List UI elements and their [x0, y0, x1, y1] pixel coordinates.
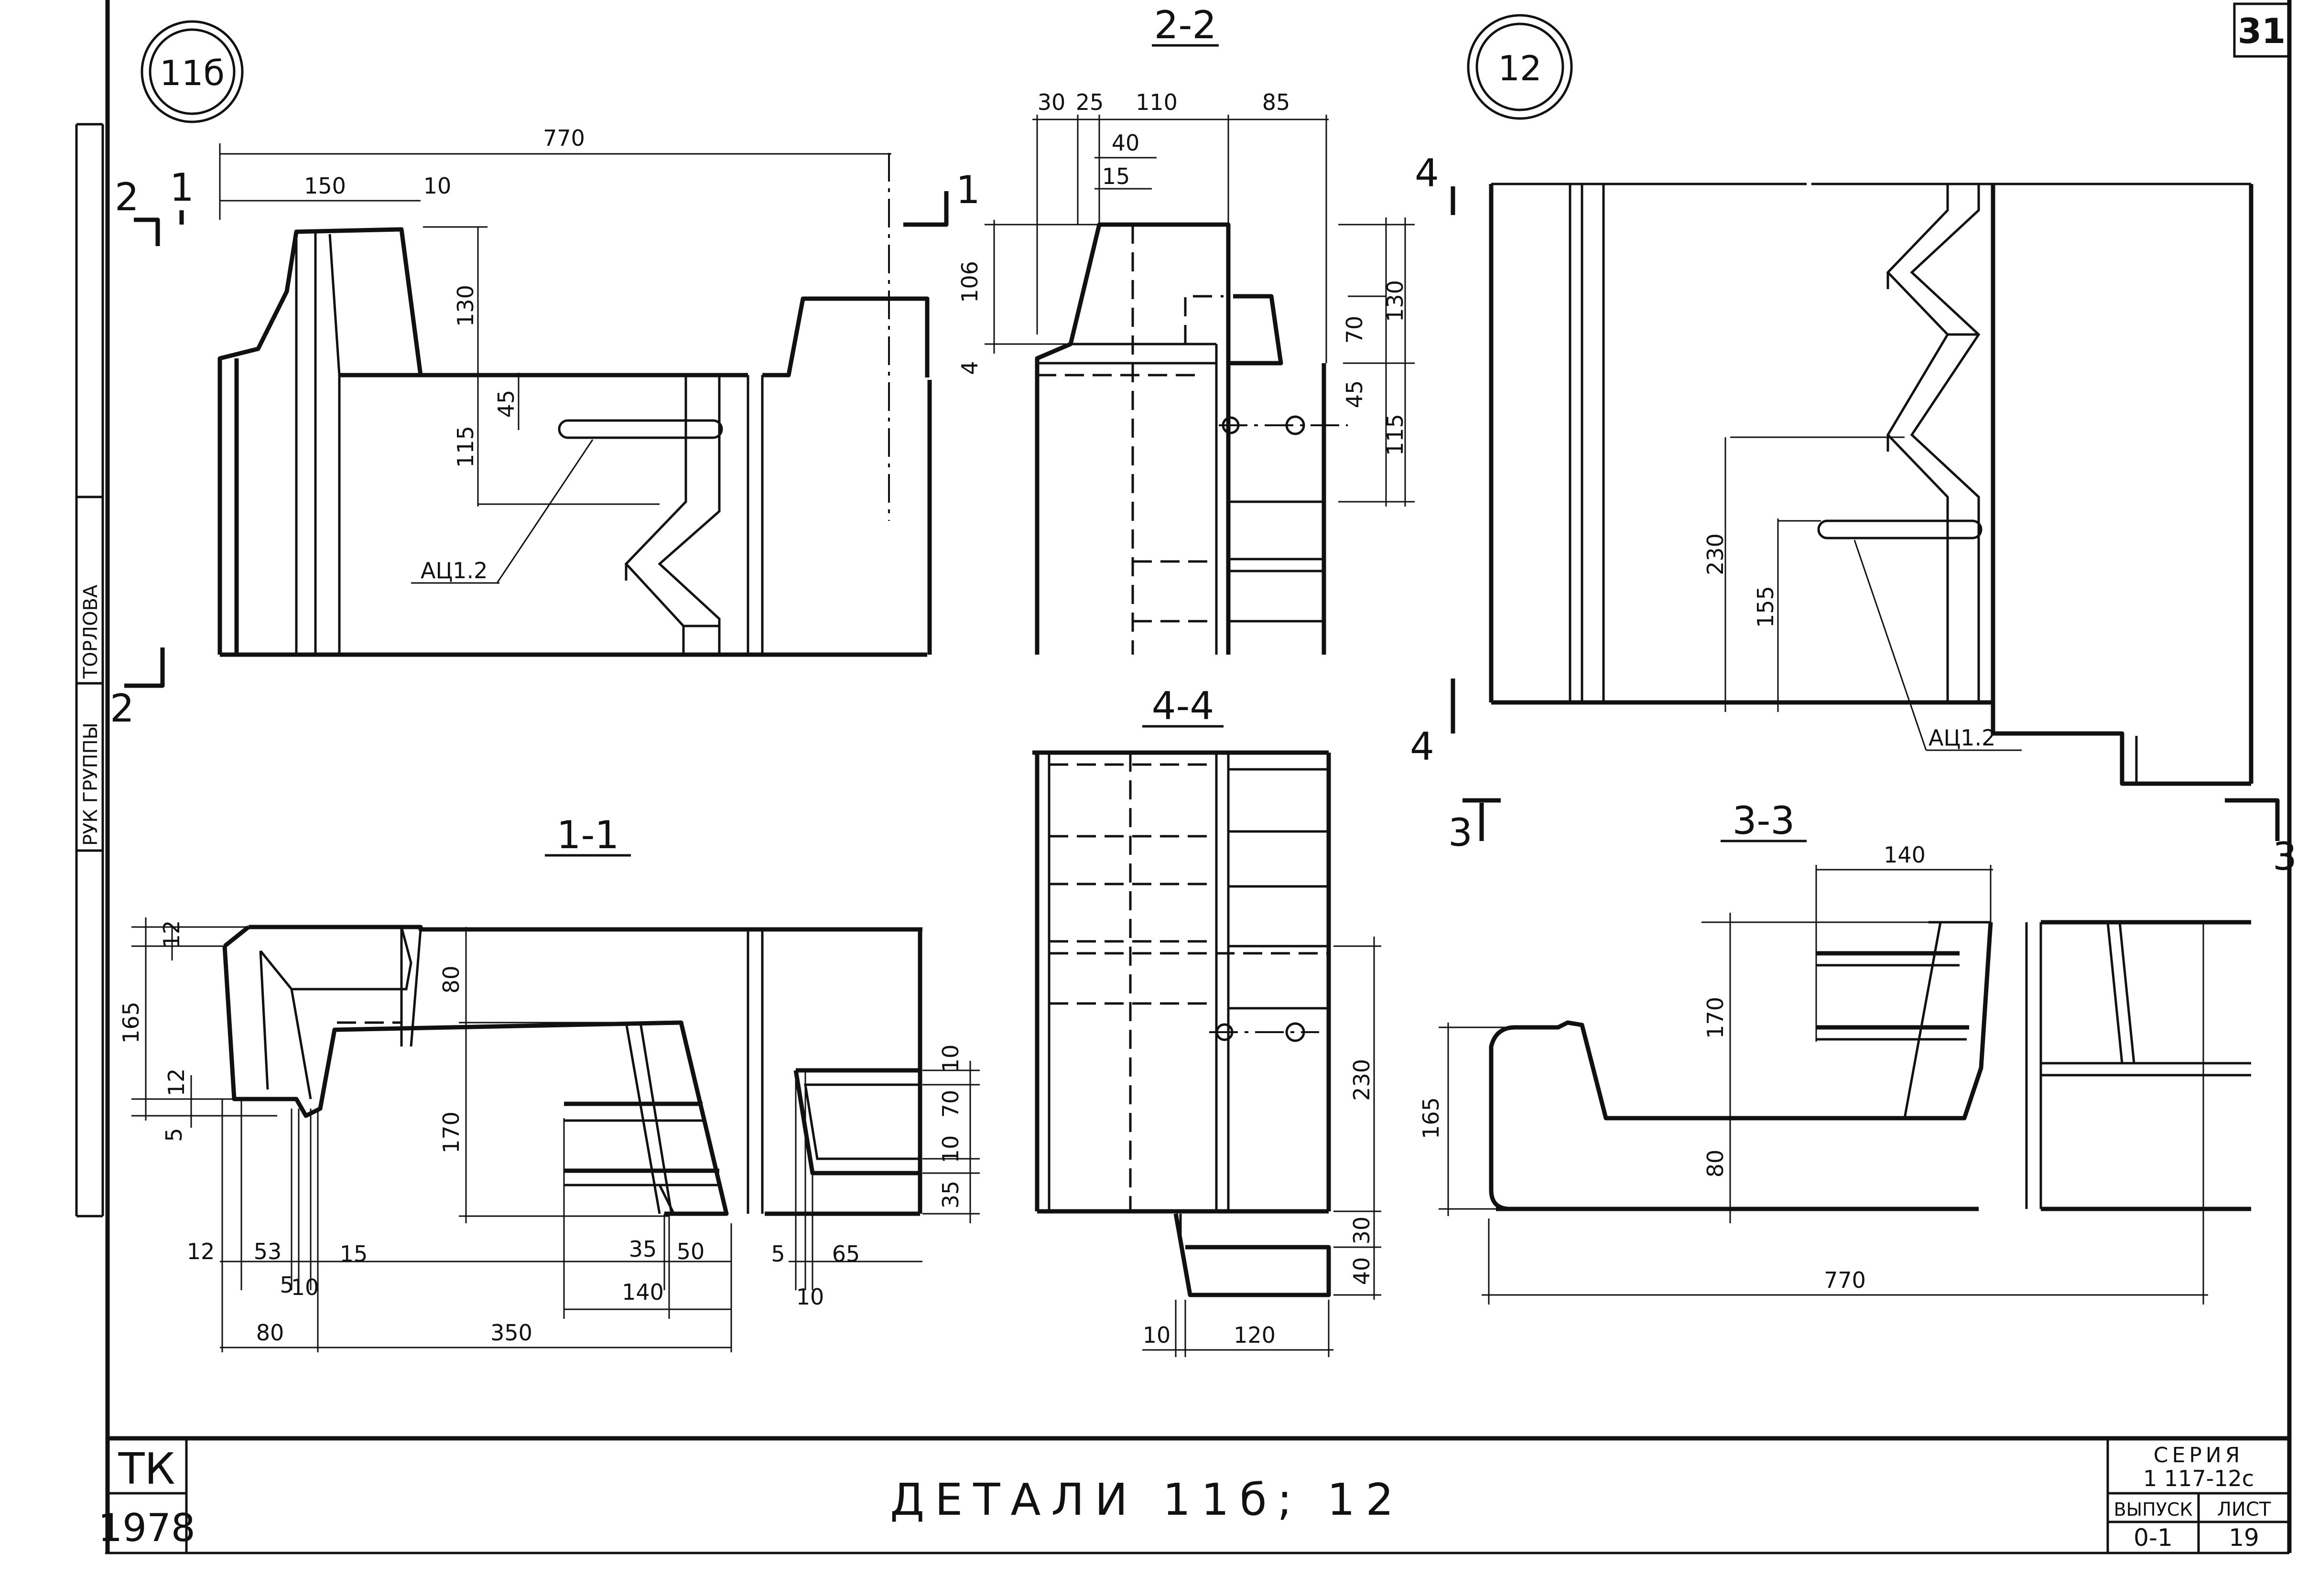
- sheet-label: ЛИСТ: [2217, 1499, 2271, 1521]
- svg-text:230: 230: [1702, 533, 1728, 575]
- svg-text:40: 40: [1112, 130, 1140, 156]
- series-value: 1 117-12с: [2143, 1466, 2254, 1491]
- svg-text:12: 12: [159, 920, 184, 949]
- svg-text:170: 170: [438, 1111, 464, 1154]
- svg-text:15: 15: [1102, 163, 1130, 189]
- svg-text:70: 70: [1342, 316, 1367, 344]
- sheet-number: 31: [2238, 11, 2286, 51]
- svg-text:30: 30: [1038, 89, 1066, 115]
- svg-text:770: 770: [1824, 1267, 1866, 1293]
- svg-text:4: 4: [1410, 724, 1434, 769]
- sheet-frame: 31: [105, 0, 2292, 1554]
- side-stamp: ТОРЛОВА РУК ГРУППЫ: [75, 123, 104, 1218]
- svg-text:4: 4: [1415, 151, 1439, 195]
- svg-text:10: 10: [291, 1274, 319, 1300]
- svg-text:10: 10: [423, 173, 452, 199]
- section-label-3-3: 3-3: [1733, 798, 1795, 843]
- sheet-value: 19: [2229, 1524, 2259, 1552]
- svg-text:2: 2: [110, 686, 134, 731]
- view-11b: [124, 143, 949, 688]
- svg-text:4: 4: [957, 361, 983, 375]
- detail-marker-12: 12: [1467, 14, 1573, 120]
- org-code: ТК: [118, 1444, 175, 1494]
- svg-text:120: 120: [1234, 1322, 1276, 1348]
- svg-text:80: 80: [1702, 1150, 1728, 1178]
- issue-value: 0-1: [2134, 1524, 2173, 1552]
- svg-text:3: 3: [2273, 834, 2297, 879]
- svg-text:770: 770: [543, 125, 585, 151]
- svg-text:1: 1: [170, 165, 194, 210]
- svg-text:165: 165: [1418, 1097, 1444, 1139]
- drawing-title: ДЕТАЛИ 11б; 12: [890, 1474, 1404, 1525]
- stamp-bottom-text: РУК ГРУППЫ: [80, 723, 102, 846]
- svg-text:150: 150: [304, 173, 346, 199]
- svg-text:80: 80: [438, 966, 464, 994]
- svg-text:85: 85: [1262, 89, 1290, 115]
- svg-text:140: 140: [1884, 842, 1926, 868]
- svg-text:130: 130: [453, 285, 478, 327]
- svg-text:2: 2: [115, 175, 139, 219]
- callout-ac1: АЦ1.2: [421, 558, 488, 583]
- svg-text:35: 35: [938, 1181, 964, 1209]
- svg-text:45: 45: [1342, 380, 1367, 409]
- svg-text:165: 165: [118, 1002, 144, 1044]
- view-12: [1451, 183, 2280, 841]
- svg-text:1: 1: [956, 168, 980, 212]
- svg-text:230: 230: [1349, 1059, 1375, 1101]
- svg-text:5: 5: [161, 1128, 187, 1142]
- svg-text:30: 30: [1349, 1217, 1375, 1245]
- svg-text:140: 140: [622, 1279, 664, 1305]
- svg-text:25: 25: [1076, 89, 1104, 115]
- svg-text:80: 80: [256, 1320, 284, 1346]
- svg-text:70: 70: [938, 1090, 964, 1118]
- section-label-2-2: 2-2: [1154, 3, 1217, 47]
- svg-text:110: 110: [1136, 89, 1178, 115]
- svg-text:5: 5: [280, 1272, 293, 1298]
- callout-ac2: АЦ1.2: [1929, 725, 1995, 751]
- svg-text:12: 12: [1498, 48, 1542, 88]
- svg-text:106: 106: [957, 261, 983, 303]
- section-2-2: [985, 44, 1415, 655]
- svg-text:155: 155: [1753, 586, 1778, 628]
- svg-text:15: 15: [340, 1241, 368, 1267]
- svg-text:3: 3: [1448, 810, 1473, 855]
- section-4-4: [1032, 725, 1381, 1357]
- section-1-1: [131, 854, 980, 1352]
- title-block: [108, 1438, 2289, 1553]
- section-3-3: [1439, 840, 2251, 1305]
- svg-text:130: 130: [1382, 280, 1408, 322]
- svg-text:10: 10: [796, 1284, 824, 1310]
- svg-text:65: 65: [832, 1241, 860, 1267]
- svg-text:170: 170: [1702, 997, 1728, 1039]
- svg-text:11б: 11б: [160, 53, 225, 93]
- svg-text:12: 12: [187, 1239, 215, 1264]
- svg-text:115: 115: [453, 426, 478, 468]
- svg-text:40: 40: [1349, 1257, 1375, 1285]
- section-label-1-1: 1-1: [557, 813, 619, 857]
- svg-text:115: 115: [1382, 414, 1408, 456]
- svg-text:10: 10: [938, 1135, 964, 1164]
- issue-label: ВЫПУСК: [2114, 1499, 2193, 1520]
- svg-text:12: 12: [163, 1068, 189, 1097]
- svg-text:10: 10: [938, 1045, 964, 1073]
- section-label-4-4: 4-4: [1152, 684, 1214, 728]
- svg-text:53: 53: [254, 1239, 282, 1264]
- series-label: СЕРИЯ: [2154, 1443, 2244, 1467]
- detail-marker-11b: 11б: [141, 20, 244, 123]
- year: 1978: [98, 1506, 195, 1550]
- svg-text:5: 5: [771, 1241, 785, 1267]
- svg-text:35: 35: [629, 1236, 657, 1262]
- svg-text:50: 50: [677, 1239, 705, 1264]
- stamp-top-text: ТОРЛОВА: [80, 584, 102, 679]
- svg-text:45: 45: [493, 390, 519, 418]
- svg-text:350: 350: [490, 1320, 532, 1346]
- svg-text:10: 10: [1143, 1322, 1171, 1348]
